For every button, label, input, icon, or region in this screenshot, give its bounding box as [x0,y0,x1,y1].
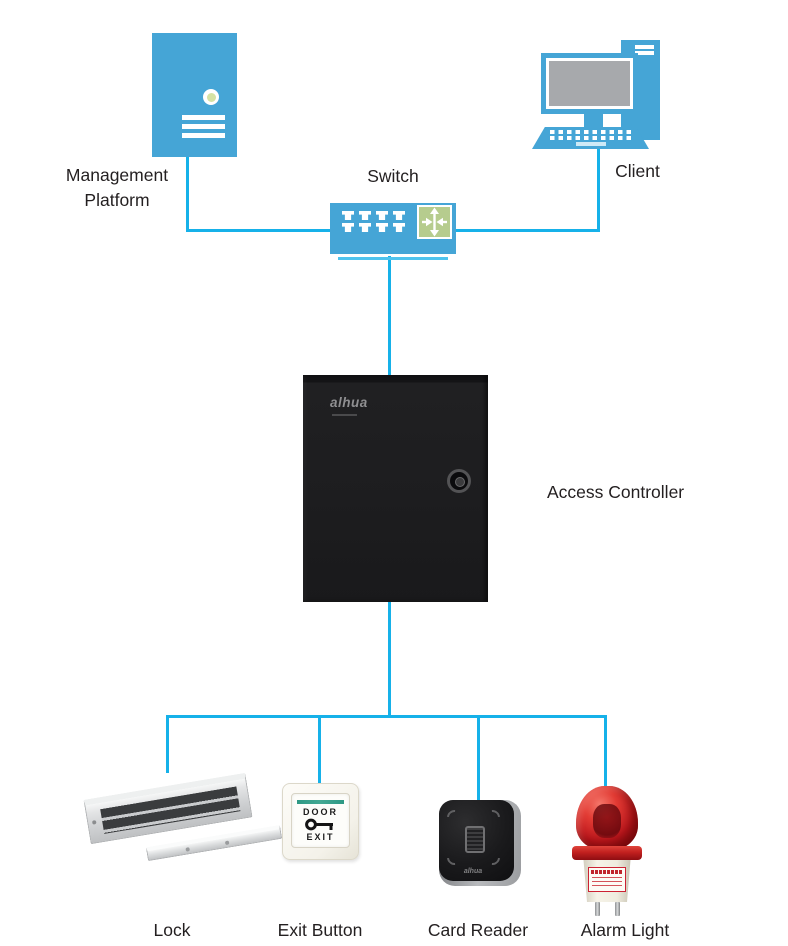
connector-client-to-switch [454,229,600,232]
connector-branch-card-reader [477,715,480,801]
port-icon [376,223,388,232]
lock-label: Lock [153,920,191,940]
port-icon [359,211,371,220]
alarm-light-spec-label [588,867,626,892]
port-icon [359,223,371,232]
connector-mgmt-vertical [186,156,189,232]
server-icon [152,33,237,157]
alarm-light-icon [572,784,644,916]
brand-logo: alhua [330,395,368,410]
connector-mgmt-to-switch [186,229,332,232]
management-platform-label: Management Platform [65,165,169,210]
switch-label: Switch [367,166,419,186]
exit-button-text-door: DOOR [303,807,338,817]
access-controller-label: Access Controller [547,482,685,502]
connector-bus-horizontal [166,715,607,718]
server-led-icon [203,89,219,105]
alarm-light-label: Alarm Light [580,920,670,940]
connector-switch-to-controller [388,256,391,376]
access-controller-image: alhua [303,375,488,602]
monitor-stand-icon [584,113,603,128]
port-icon [342,223,354,232]
connector-branch-lock [166,715,169,773]
exit-button-label: Exit Button [277,920,363,940]
exit-button-green-stripe [297,800,344,804]
keyboard-icon [532,127,649,149]
card-reader-label: Card Reader [427,920,529,940]
port-icon [376,211,388,220]
connector-branch-alarm-light [604,715,607,788]
monitor-icon [541,53,638,114]
card-reader-icon: alhua [439,800,521,886]
routing-arrows-icon [417,205,452,239]
exit-button-text-exit: EXIT [306,832,335,842]
brand-logo: alhua [463,868,483,875]
port-icon [342,211,354,220]
port-icon [393,211,405,220]
cabinet-lock-icon [447,469,471,493]
magnetic-lock-icon [80,764,290,874]
exit-button-icon: DOOR EXIT [282,783,359,860]
monitor-screen [549,61,630,106]
connector-client-vertical [597,147,600,232]
fingerprint-sensor-icon [465,826,485,853]
connector-branch-exit-button [318,715,321,785]
port-icon [393,223,405,232]
key-icon [292,817,349,832]
switch-underline [338,257,448,260]
client-label: Client [615,161,660,181]
connector-controller-to-bus [388,600,391,718]
